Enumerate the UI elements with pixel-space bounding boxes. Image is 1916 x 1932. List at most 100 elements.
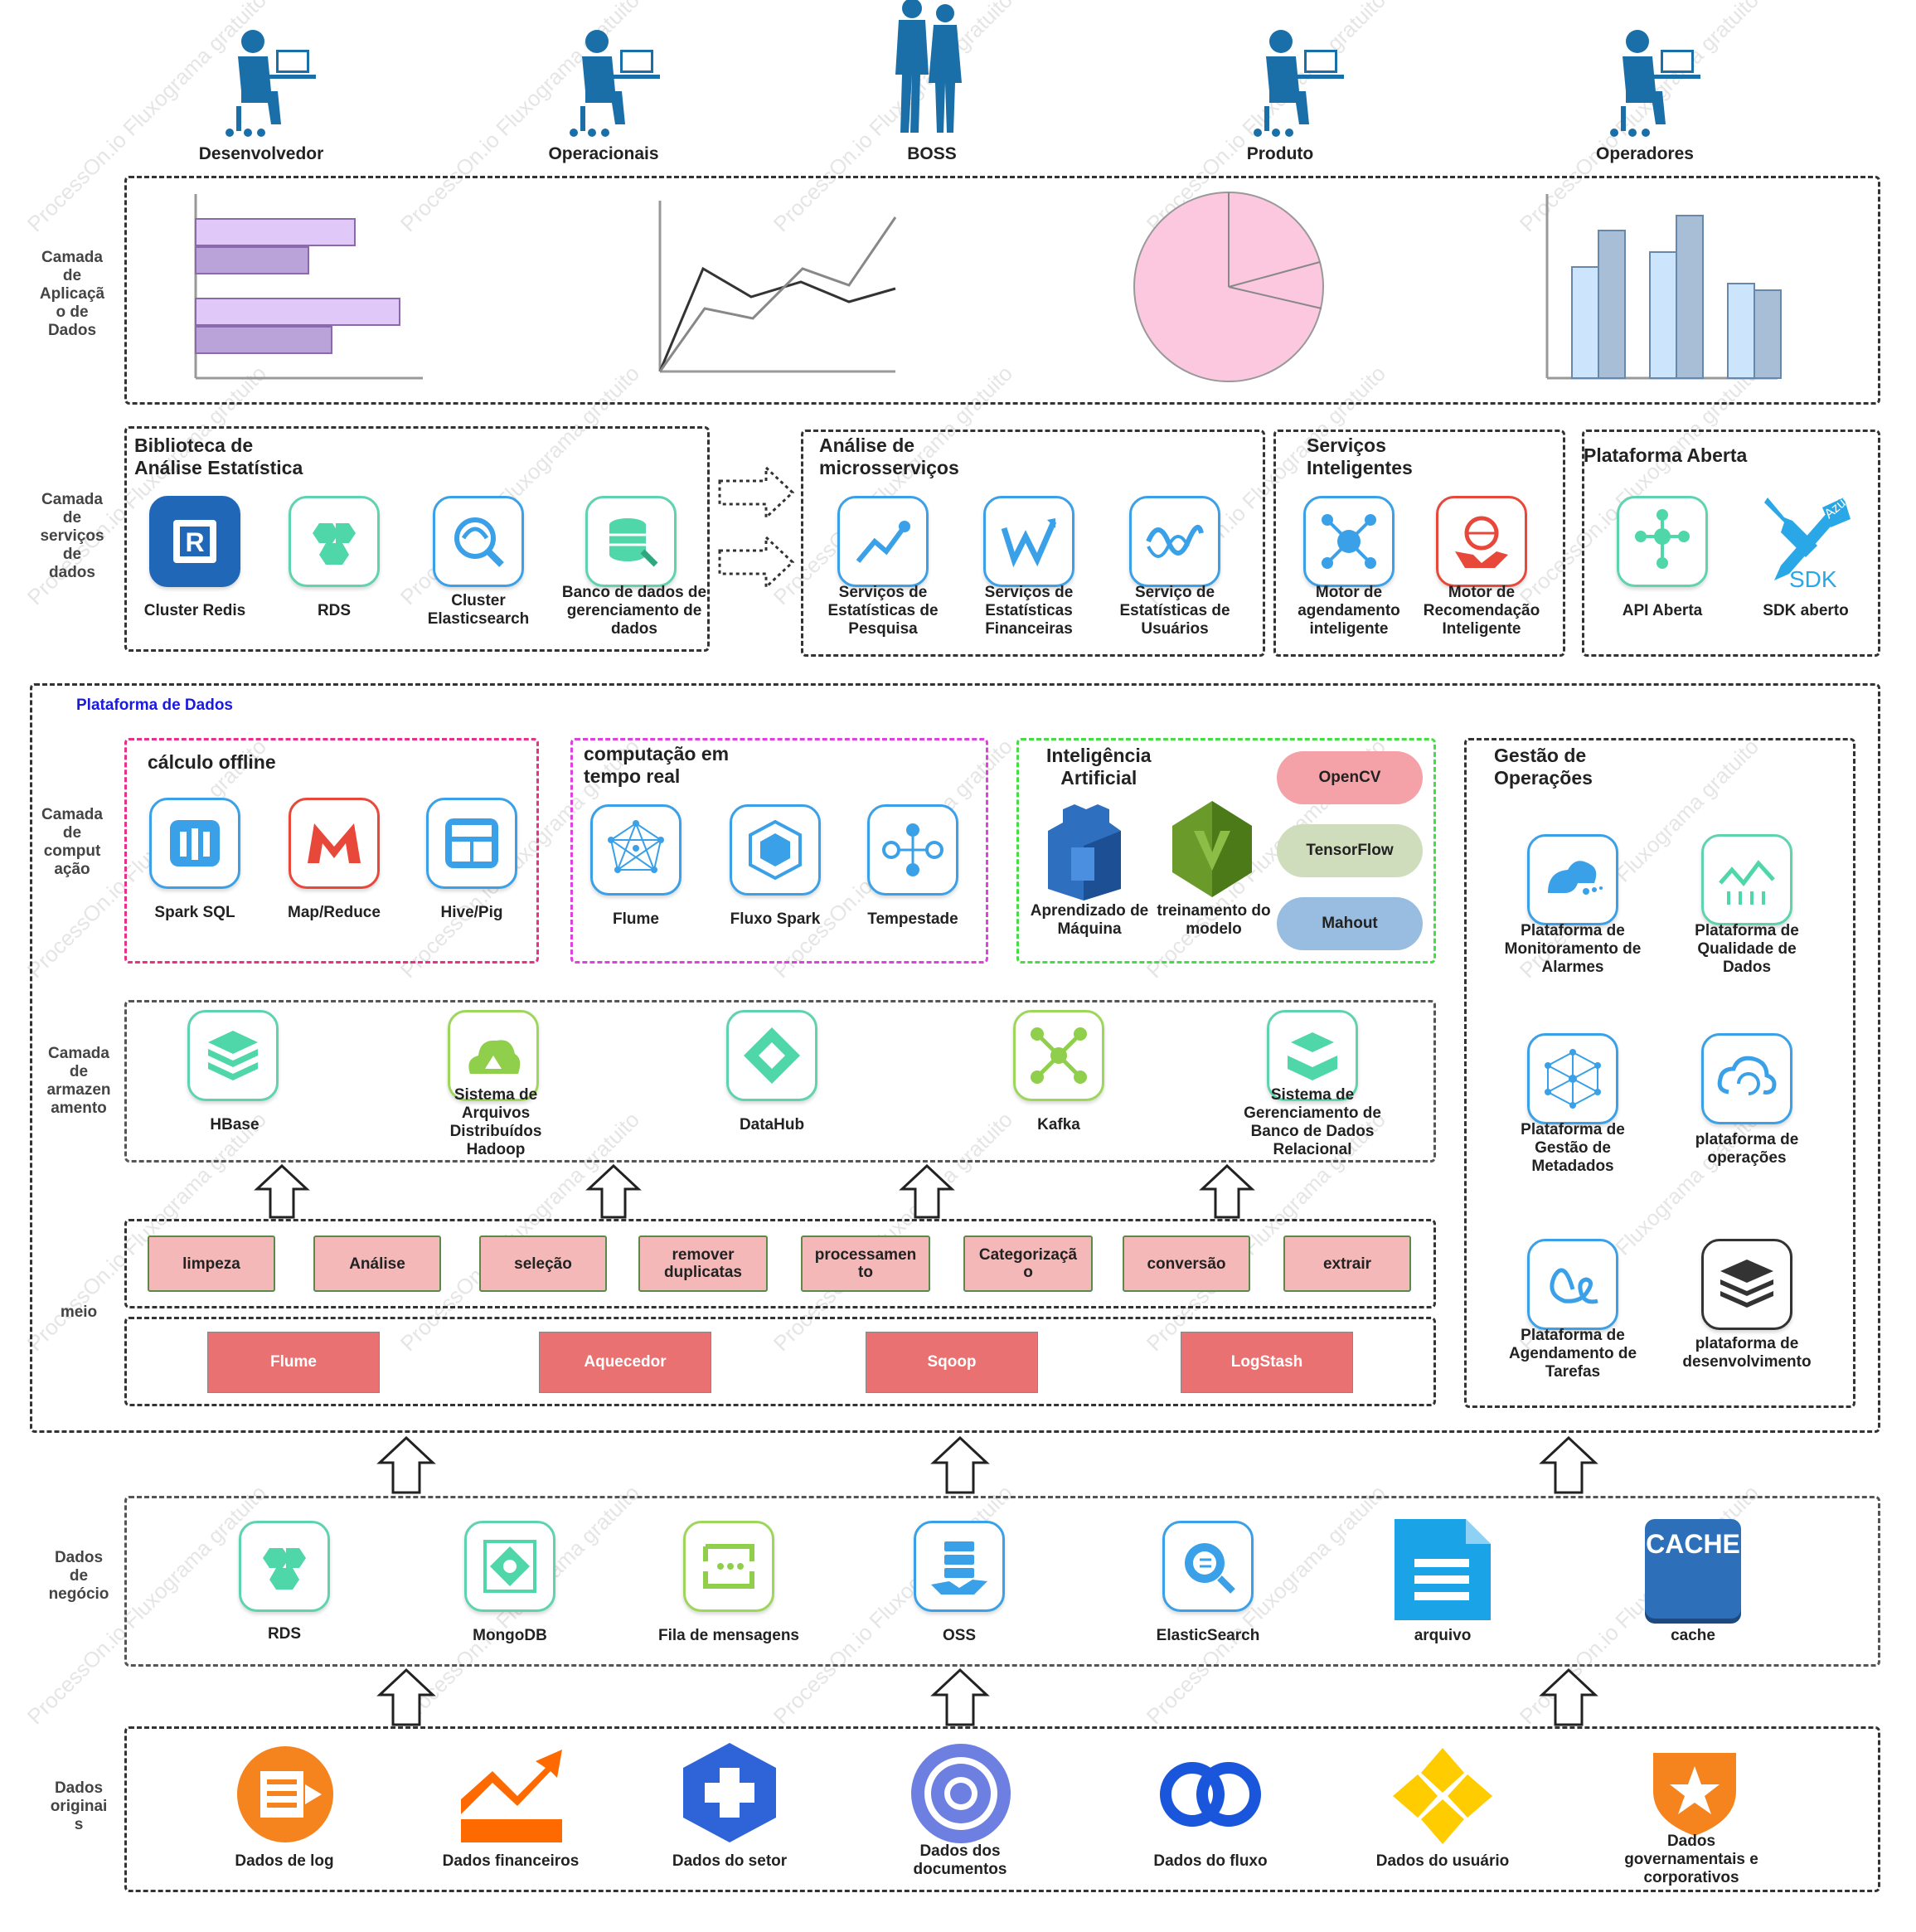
label-model-training: treinamento do modelo (1157, 902, 1271, 938)
datahub-icon[interactable] (726, 1010, 817, 1101)
industry-data-icon[interactable] (680, 1741, 779, 1844)
search-stats-icon[interactable] (837, 496, 929, 587)
alarm-monitor-icon[interactable] (1527, 834, 1618, 925)
user-data-icon[interactable] (1390, 1745, 1496, 1847)
mapreduce-icon[interactable] (289, 798, 380, 889)
label-business-elasticsearch: ElasticSearch (1156, 1627, 1260, 1644)
api-icon[interactable] (1617, 496, 1708, 587)
hdfs-icon[interactable] (448, 1010, 539, 1101)
step-dedup[interactable]: remover duplicatas (638, 1235, 768, 1292)
label-oss: OSS (942, 1627, 977, 1644)
step-conversion[interactable]: conversão (1123, 1235, 1250, 1292)
label-hive-pig: Hive/Pig (440, 904, 503, 921)
storm-icon[interactable] (867, 804, 958, 896)
label-cluster-elasticsearch: Cluster Elasticsearch (427, 592, 530, 628)
dev-platform-icon[interactable] (1701, 1239, 1792, 1330)
business-elasticsearch-icon[interactable] (1162, 1521, 1254, 1612)
realtime-compute-box (570, 738, 988, 964)
data-platform-box (30, 683, 1880, 1433)
log-data-icon[interactable] (235, 1745, 335, 1844)
machine-learning-icon[interactable] (1038, 798, 1129, 900)
tool-heater[interactable]: Aquecedor (539, 1332, 711, 1393)
business-data-box (124, 1496, 1880, 1667)
microservices-box (801, 430, 1265, 657)
arrows-to-platform (376, 1435, 1598, 1494)
label-government-data: Dados governamentais e corporativos (1624, 1832, 1758, 1886)
processing-steps-box (124, 1219, 1436, 1308)
sdk-icon-text: SDK (1789, 566, 1837, 590)
stats-library-title: Biblioteca de Análise Estatística (134, 434, 303, 478)
financial-data-icon[interactable] (459, 1745, 562, 1842)
rdbms-icon[interactable] (1267, 1010, 1358, 1101)
user-label-operational: Operacionais (548, 144, 659, 163)
data-quality-icon[interactable] (1701, 834, 1792, 925)
product-figure (1254, 30, 1344, 137)
label-user-stats: Serviço de Estatísticas de Usuários (1119, 584, 1230, 638)
db-management-icon[interactable] (585, 496, 677, 587)
dotted-arrows (718, 464, 795, 590)
boss-figure (895, 0, 962, 133)
label-kafka: Kafka (1037, 1116, 1080, 1133)
tool-sqoop[interactable]: Sqoop (866, 1332, 1038, 1393)
storage-box (124, 1000, 1436, 1163)
spark-sql-icon[interactable] (149, 798, 240, 889)
oss-icon[interactable] (914, 1521, 1005, 1612)
model-training-icon[interactable] (1169, 798, 1255, 900)
mongodb-icon[interactable] (464, 1521, 555, 1612)
original-data-box (124, 1726, 1880, 1892)
rds-icon[interactable] (289, 496, 380, 587)
finance-stats-icon[interactable] (983, 496, 1074, 587)
label-log-data: Dados de log (235, 1852, 334, 1870)
kafka-icon[interactable] (1013, 1010, 1104, 1101)
document-data-icon[interactable] (910, 1743, 1011, 1844)
opencv-pill[interactable]: OpenCV (1277, 751, 1423, 804)
label-document-data: Dados dos documentos (913, 1842, 1007, 1878)
business-rds-icon[interactable] (239, 1521, 330, 1612)
ingest-tools-box (124, 1317, 1436, 1406)
label-datahub: DataHub (739, 1116, 805, 1133)
metadata-icon[interactable] (1527, 1033, 1618, 1124)
smart-scheduler-icon[interactable] (1303, 496, 1395, 587)
operators-figure (1610, 30, 1700, 137)
recommendation-engine-icon[interactable] (1436, 496, 1527, 587)
user-stats-icon[interactable] (1129, 496, 1220, 587)
operations-platform-icon[interactable] (1701, 1033, 1792, 1124)
mahout-pill[interactable]: Mahout (1277, 897, 1423, 950)
step-selection[interactable]: seleção (479, 1235, 607, 1292)
offline-compute-title: cálculo offline (148, 751, 276, 773)
step-categorization[interactable]: Categorizaçã o (963, 1235, 1093, 1292)
step-extract[interactable]: extrair (1283, 1235, 1411, 1292)
open-platform-title: Plataforma Aberta (1584, 444, 1748, 466)
label-open-api: API Aberta (1622, 602, 1703, 619)
tool-flume[interactable]: Flume (207, 1332, 380, 1393)
layer-label-original: Dados originai s (50, 1779, 108, 1833)
flow-data-icon[interactable] (1159, 1761, 1262, 1828)
redis-icon[interactable]: R (149, 496, 240, 587)
operations-figure (570, 30, 660, 137)
spark-stream-icon[interactable] (730, 804, 821, 896)
user-label-operators: Operadores (1596, 144, 1694, 163)
hbase-icon[interactable] (187, 1010, 279, 1101)
step-processing[interactable]: processamen to (801, 1235, 930, 1292)
cache-icon[interactable]: CACHE (1645, 1519, 1741, 1619)
tensorflow-pill[interactable]: TensorFlow (1277, 824, 1423, 877)
step-cleaning[interactable]: limpeza (148, 1235, 275, 1292)
flume-icon[interactable] (590, 804, 682, 896)
ai-title: Inteligência Artificial (1046, 745, 1152, 789)
label-finance-stats: Serviços de Estatísticas Financeiras (984, 584, 1074, 638)
task-scheduler-icon[interactable] (1527, 1239, 1618, 1330)
label-alarm-monitor: Plataforma de Monitoramento de Alarmes (1504, 922, 1642, 976)
label-smart-scheduler: Motor de agendamento inteligente (1298, 584, 1400, 638)
hive-pig-icon[interactable] (426, 798, 517, 889)
tool-logstash[interactable]: LogStash (1181, 1332, 1353, 1393)
sdk-icon[interactable]: Azure SDK (1756, 494, 1852, 590)
step-analysis[interactable]: Análise (313, 1235, 441, 1292)
user-label-boss: BOSS (907, 144, 957, 163)
government-data-icon[interactable] (1647, 1741, 1743, 1837)
file-icon[interactable] (1393, 1517, 1492, 1620)
elasticsearch-cluster-icon[interactable] (433, 496, 524, 587)
label-spark-stream: Fluxo Spark (730, 910, 821, 928)
message-queue-icon[interactable] (683, 1521, 774, 1612)
layer-label-business: Dados de negócio (48, 1549, 109, 1603)
pie-chart-icon (1133, 192, 1324, 382)
